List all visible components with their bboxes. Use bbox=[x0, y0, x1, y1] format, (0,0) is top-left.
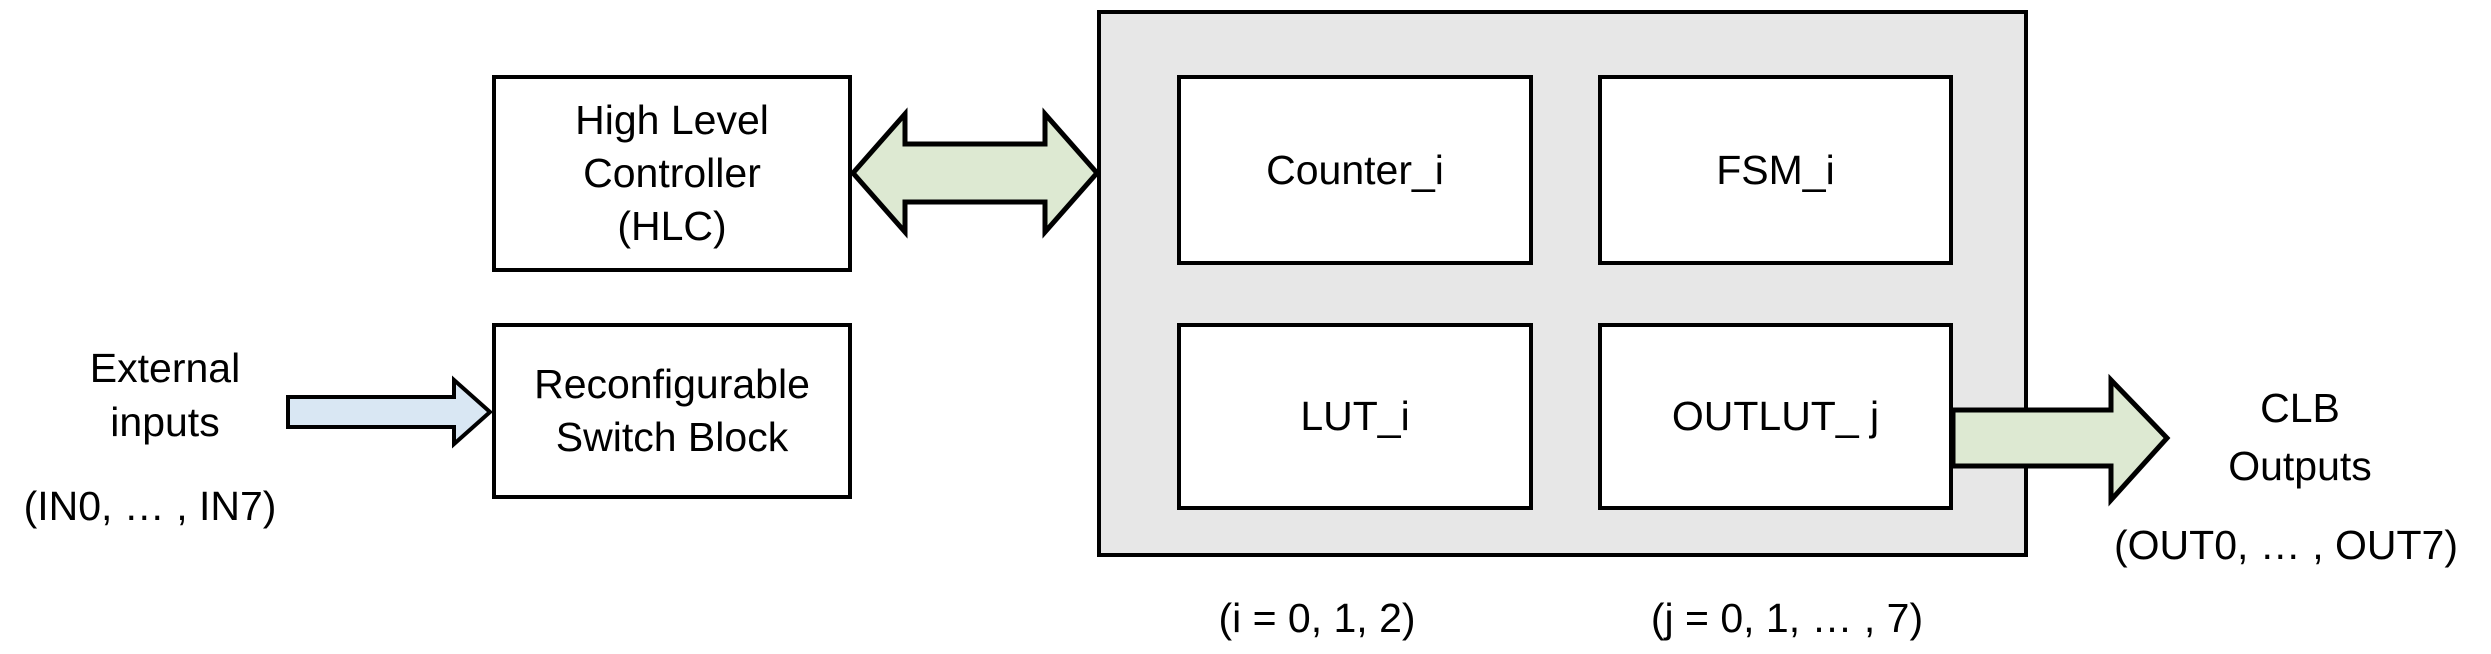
switch-block-label-line2: Switch Block bbox=[555, 414, 789, 460]
counter-block: Counter_i bbox=[1177, 75, 1533, 265]
clb-outputs-arrow-shape bbox=[1950, 373, 2171, 507]
outlut-block: OUTLUT_ j bbox=[1598, 323, 1953, 510]
clb-outputs-label: CLB Outputs bbox=[2190, 379, 2410, 495]
clb-outputs-label-line2: Outputs bbox=[2228, 443, 2372, 489]
i-range-footnote: (i = 0, 1, 2) bbox=[1218, 595, 1416, 641]
fsm-block: FSM_i bbox=[1598, 75, 1953, 265]
clb-outputs-range: (OUT0, … , OUT7) bbox=[2114, 522, 2458, 568]
external-inputs-arrow-shape bbox=[286, 375, 494, 449]
external-inputs-label: External inputs bbox=[20, 341, 310, 449]
lut-block: LUT_i bbox=[1177, 323, 1533, 510]
external-inputs-label-line2: inputs bbox=[110, 399, 220, 445]
hlc-clb-bidirectional-arrow-shape bbox=[849, 107, 1101, 239]
clb-outputs-arrow-icon bbox=[1950, 373, 2171, 507]
lut-label: LUT_i bbox=[1300, 393, 1410, 439]
hlc-clb-bidirectional-arrow-icon bbox=[849, 107, 1101, 239]
fsm-label: FSM_i bbox=[1716, 146, 1835, 193]
clb-outputs-label-line1: CLB bbox=[2260, 385, 2340, 431]
external-inputs-label-line1: External bbox=[89, 345, 241, 391]
external-inputs-arrow-icon bbox=[286, 375, 494, 449]
counter-label: Counter_i bbox=[1266, 146, 1444, 193]
hlc-label-line3: (HLC) bbox=[617, 203, 727, 249]
hlc-label-line1: High Level bbox=[575, 97, 769, 143]
hlc-block: High Level Controller (HLC) bbox=[492, 75, 852, 272]
switch-block-label-line1: Reconfigurable bbox=[534, 361, 810, 407]
j-range-footnote: (j = 0, 1, … , 7) bbox=[1650, 595, 1924, 641]
external-inputs-range: (IN0, … , IN7) bbox=[23, 483, 277, 529]
switch-block: Reconfigurable Switch Block bbox=[492, 323, 852, 499]
hlc-label-line2: Controller bbox=[583, 150, 761, 196]
outlut-label: OUTLUT_ j bbox=[1671, 393, 1880, 439]
